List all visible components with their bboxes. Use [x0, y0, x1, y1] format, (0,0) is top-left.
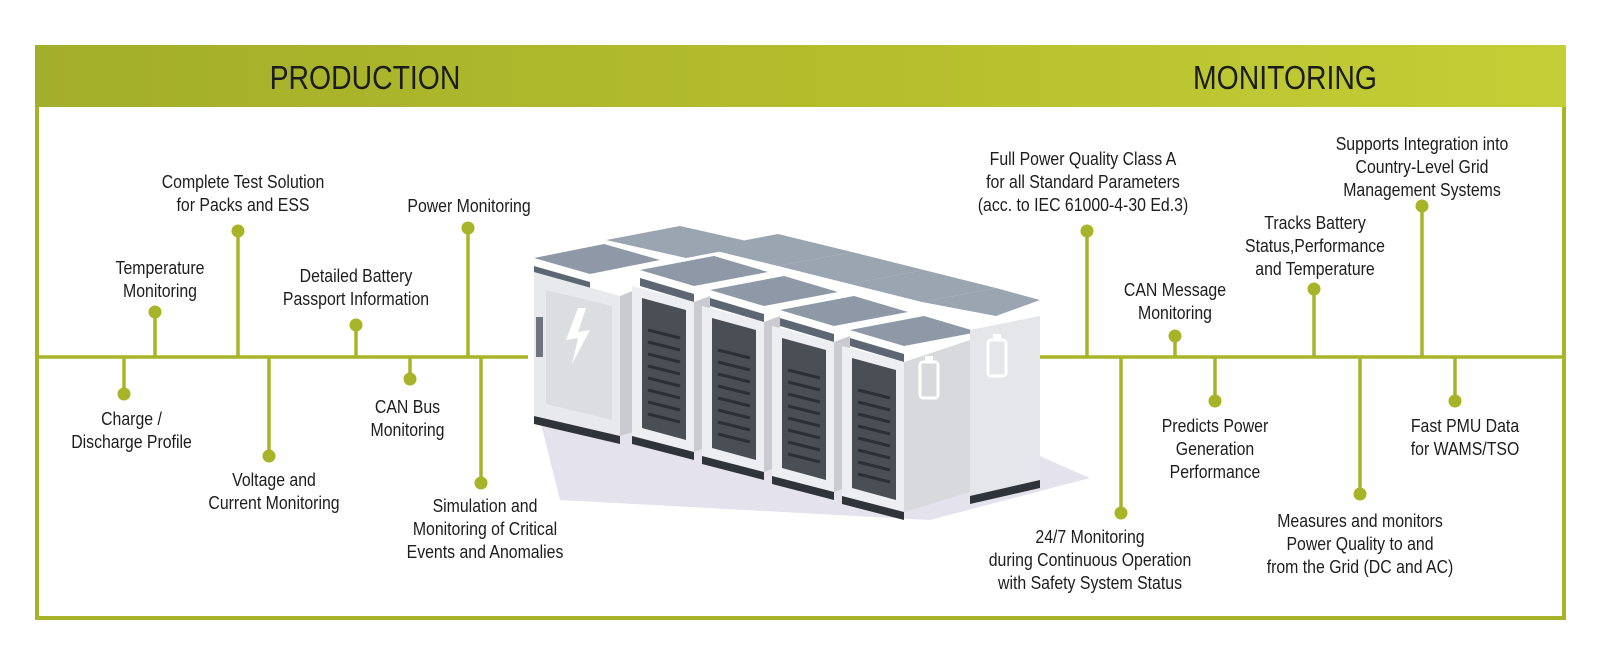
- label-temperature: Temperature Monitoring: [115, 258, 205, 301]
- header-bar: PRODUCTION MONITORING: [35, 45, 1566, 107]
- label-grid-integration: Supports Integration into Country-Level …: [1335, 134, 1509, 200]
- battery-storage-illustration: [534, 226, 1090, 520]
- production-title: PRODUCTION: [269, 59, 461, 96]
- dot-charge: [117, 387, 131, 401]
- label-can-message: CAN Message Monitoring: [1123, 280, 1227, 323]
- label-power-monitoring: Power Monitoring: [407, 196, 531, 216]
- label-voltage-current: Voltage and Current Monitoring: [208, 470, 340, 513]
- label-continuous-monitoring: 24/7 Monitoring during Continuous Operat…: [988, 527, 1192, 593]
- label-charge-discharge: Charge / Discharge Profile: [71, 409, 192, 452]
- label-fast-pmu: Fast PMU Data for WAMS/TSO: [1410, 416, 1520, 459]
- label-simulation: Simulation and Monitoring of Critical Ev…: [406, 496, 564, 562]
- label-predicts-power: Predicts Power Generation Performance: [1161, 416, 1269, 482]
- label-measures-power-quality: Measures and monitors Power Quality to a…: [1266, 511, 1454, 577]
- label-battery-passport: Detailed Battery Passport Information: [282, 266, 430, 309]
- label-power-quality-class-a: Full Power Quality Class A for all Stand…: [977, 149, 1189, 215]
- monitoring-title: MONITORING: [1193, 59, 1377, 96]
- label-can-bus: CAN Bus Monitoring: [370, 397, 445, 440]
- label-complete-test: Complete Test Solution for Packs and ESS: [161, 172, 325, 215]
- label-tracks-battery: Tracks Battery Status,Performance and Te…: [1244, 213, 1385, 279]
- diagram-frame: [35, 45, 1566, 620]
